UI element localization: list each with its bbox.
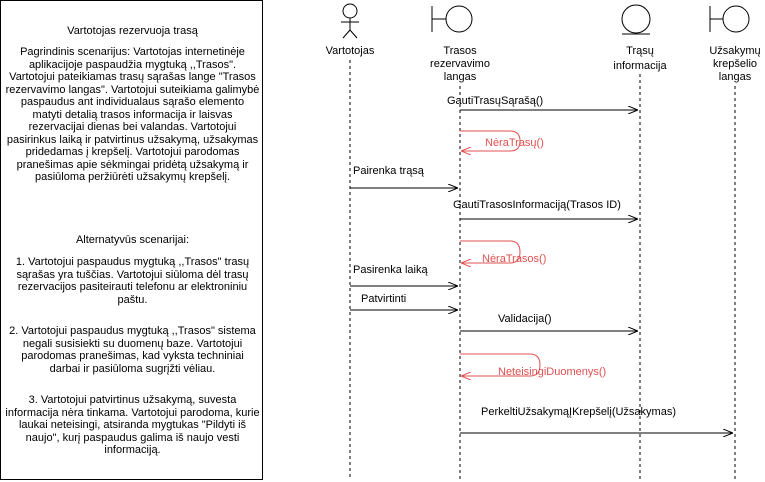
message-label: Pairenka trąsą (353, 165, 425, 177)
boundary1-label-line2: rezervavimo (430, 58, 490, 70)
note-title: Vartotojas rezervuoja trasą (67, 25, 198, 37)
self-message-label: NėraTrasų() (485, 137, 544, 149)
entity-icon (621, 4, 651, 35)
note-alt-1: 1. Vartotojui paspaudus mygtuką ,,Trasos… (15, 256, 250, 306)
self-message-arrow (460, 240, 521, 263)
boundary-icon (431, 5, 473, 33)
message-label: PerkeltiUžsakymąĮKrepšelį(Užsakymas) (481, 406, 676, 418)
self-message-label: NėraTrasos() (482, 253, 546, 265)
boundary2-label-line1: Užsakymų (709, 45, 760, 57)
entity-label-line2: informacija (613, 60, 667, 72)
message-label: GautiTrasųSąrašą() (447, 95, 543, 107)
self-message-arrow (460, 353, 541, 376)
scenario-note: Vartotojas rezervuoja trasą Pagrindinis … (0, 0, 263, 480)
note-alt-title: Alternatyvūs scenarijai: (75, 234, 190, 246)
self-message-arrow (460, 130, 521, 151)
entity-label-line1: Trąsų (626, 45, 654, 57)
self-message-label: NeteisingiDuomenys() (498, 366, 606, 378)
note-alt-2: 2. Vartotojui paspaudus mygtuką ,,Trasos… (9, 325, 256, 375)
boundary1-label-line1: Trasos (443, 45, 477, 57)
note-alt-3: 3. Vartotojui patvirtinus užsakymą, suve… (5, 394, 260, 456)
actor-figure-icon (341, 3, 359, 39)
message-label: Validacija() (498, 313, 552, 325)
message-label: Pasirenka laiką (353, 264, 428, 276)
message-label: GautiTrasosInformaciją(Trasos ID) (453, 199, 621, 211)
message-label: Patvirtinti (361, 293, 406, 305)
boundary-icon (709, 5, 750, 33)
note-main-scenario: Pagrindinis scenarijus: Vartotojas inter… (5, 46, 260, 183)
boundary2-label-line2: krepšelio (713, 58, 757, 70)
actor-label: Vartotojas (326, 45, 375, 57)
boundary1-label-line3: langas (444, 71, 477, 83)
boundary2-label-line3: langas (719, 71, 752, 83)
